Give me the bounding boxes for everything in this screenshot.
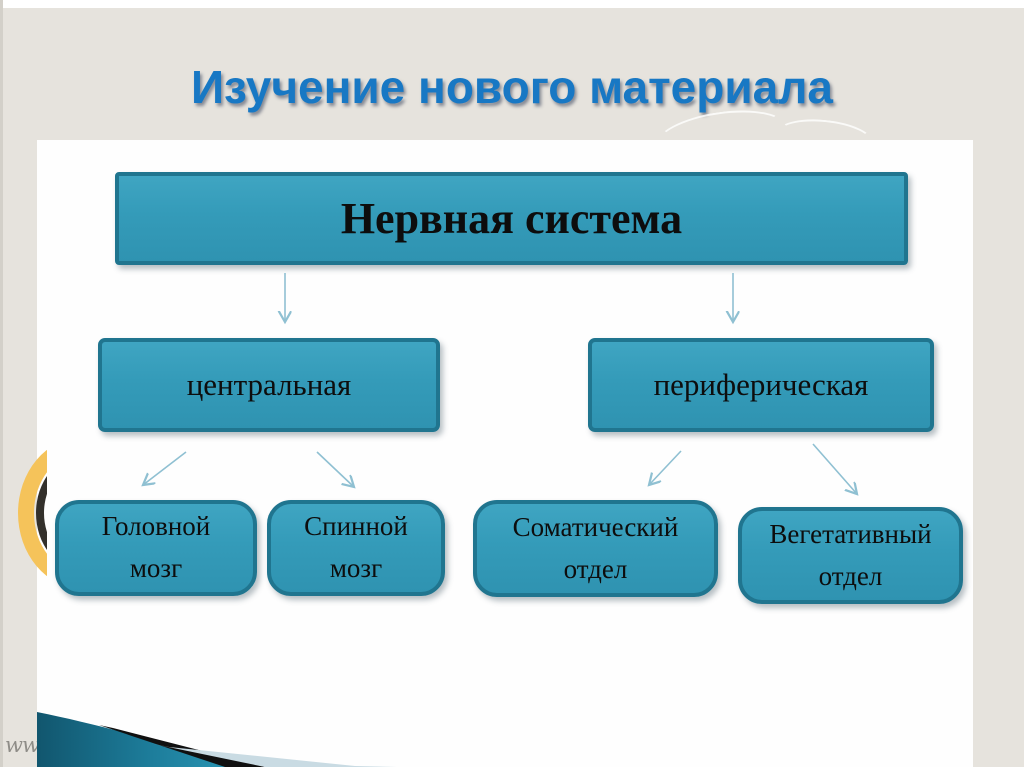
top-white-strip (0, 0, 1024, 8)
node-label: Головной мозг (101, 511, 211, 583)
node-brain: Головной мозг (55, 500, 257, 596)
node-label: Соматический отдел (512, 511, 679, 584)
watermark-text: ww (5, 733, 40, 757)
node-autonomic-division: Вегетативный отдел (738, 507, 963, 604)
node-label: центральная (186, 367, 352, 402)
node-central: центральная (98, 338, 440, 432)
node-somatic-division: Соматический отдел (473, 500, 718, 597)
node-peripheral: периферическая (588, 338, 934, 432)
yellow-ring-decoration-icon (14, 430, 47, 595)
slide-title: Изучение нового материала (190, 61, 834, 113)
node-nervous-system: Нервная система (115, 172, 908, 265)
node-label: Нервная система (340, 194, 683, 243)
left-edge-line (0, 0, 3, 767)
node-spinal-cord: Спинной мозг (267, 500, 445, 596)
node-label: Вегетативный отдел (769, 518, 932, 591)
corner-wedge-icon (37, 712, 397, 767)
node-label: периферическая (653, 367, 869, 402)
node-label: Спинной мозг (304, 511, 408, 583)
